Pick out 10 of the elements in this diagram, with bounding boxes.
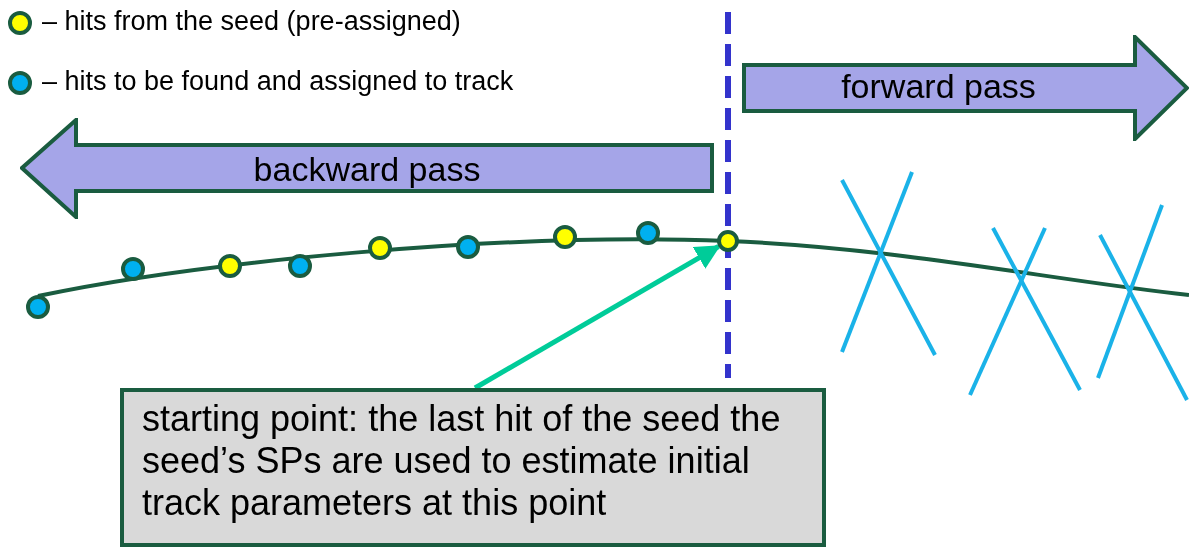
seed-hit-marker: [717, 230, 739, 252]
legend-label: – hits from the seed (pre-assigned): [42, 6, 461, 37]
arrow-label: backward pass: [252, 148, 482, 189]
arrow-label: forward pass: [840, 66, 1037, 106]
forward-arrow: [742, 35, 1189, 141]
backward-arrow: [20, 118, 714, 219]
leader-arrow: [473, 244, 721, 391]
legend-label: – hits to be found and assigned to track: [42, 66, 514, 97]
callout-text: starting point: the last hit of the seed the seed’s SPs are used to estimate initial track parameters at this point: [142, 398, 782, 524]
callout-box: [120, 388, 826, 547]
